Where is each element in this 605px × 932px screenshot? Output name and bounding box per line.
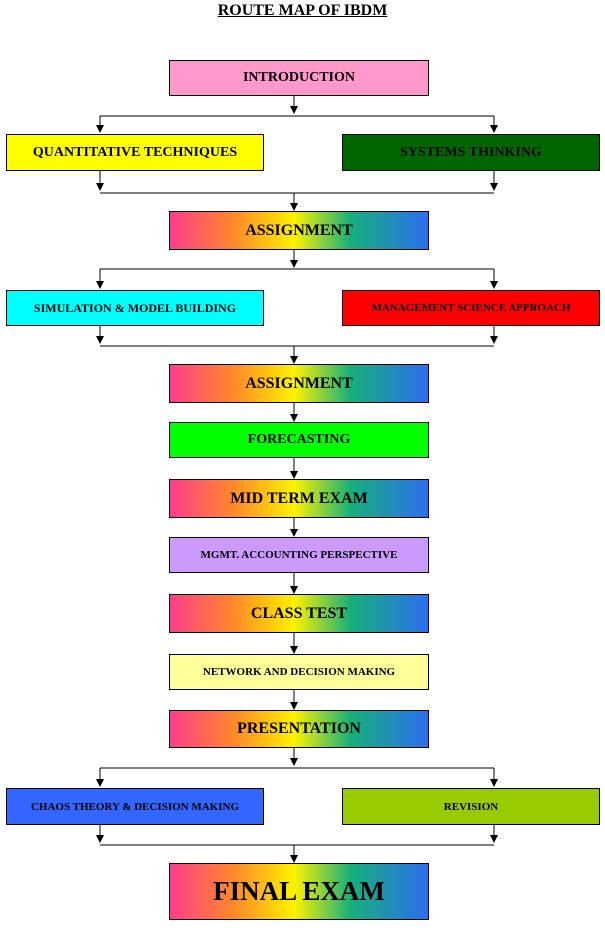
simulation-model-building-box: SIMULATION & MODEL BUILDING xyxy=(6,290,264,326)
quantitative-techniques-box: QUANTITATIVE TECHNIQUES xyxy=(6,134,264,171)
class-test-box: CLASS TEST xyxy=(169,594,429,633)
management-science-approach-box: MANAGEMENT SCIENCE APPROACH xyxy=(342,290,600,326)
chaos-theory-box: CHAOS THEORY & DECISION MAKING xyxy=(6,788,264,825)
revision-box: REVISION xyxy=(342,788,600,825)
systems-thinking-box: SYSTEMS THINKING xyxy=(342,134,600,171)
mgmt-accounting-perspective-box: MGMT. ACCOUNTING PERSPECTIVE xyxy=(169,537,429,573)
connector-lines xyxy=(96,96,498,863)
final-exam-box: FINAL EXAM xyxy=(169,863,429,920)
forecasting-box: FORECASTING xyxy=(169,422,429,458)
presentation-box: PRESENTATION xyxy=(169,710,429,748)
network-decision-making-box: NETWORK AND DECISION MAKING xyxy=(169,654,429,690)
assignment-box-2: ASSIGNMENT xyxy=(169,364,429,403)
introduction-box: INTRODUCTION xyxy=(169,60,429,96)
page-title: ROUTE MAP OF IBDM xyxy=(217,2,388,19)
assignment-box-1: ASSIGNMENT xyxy=(169,211,429,250)
mid-term-exam-box: MID TERM EXAM xyxy=(169,479,429,518)
